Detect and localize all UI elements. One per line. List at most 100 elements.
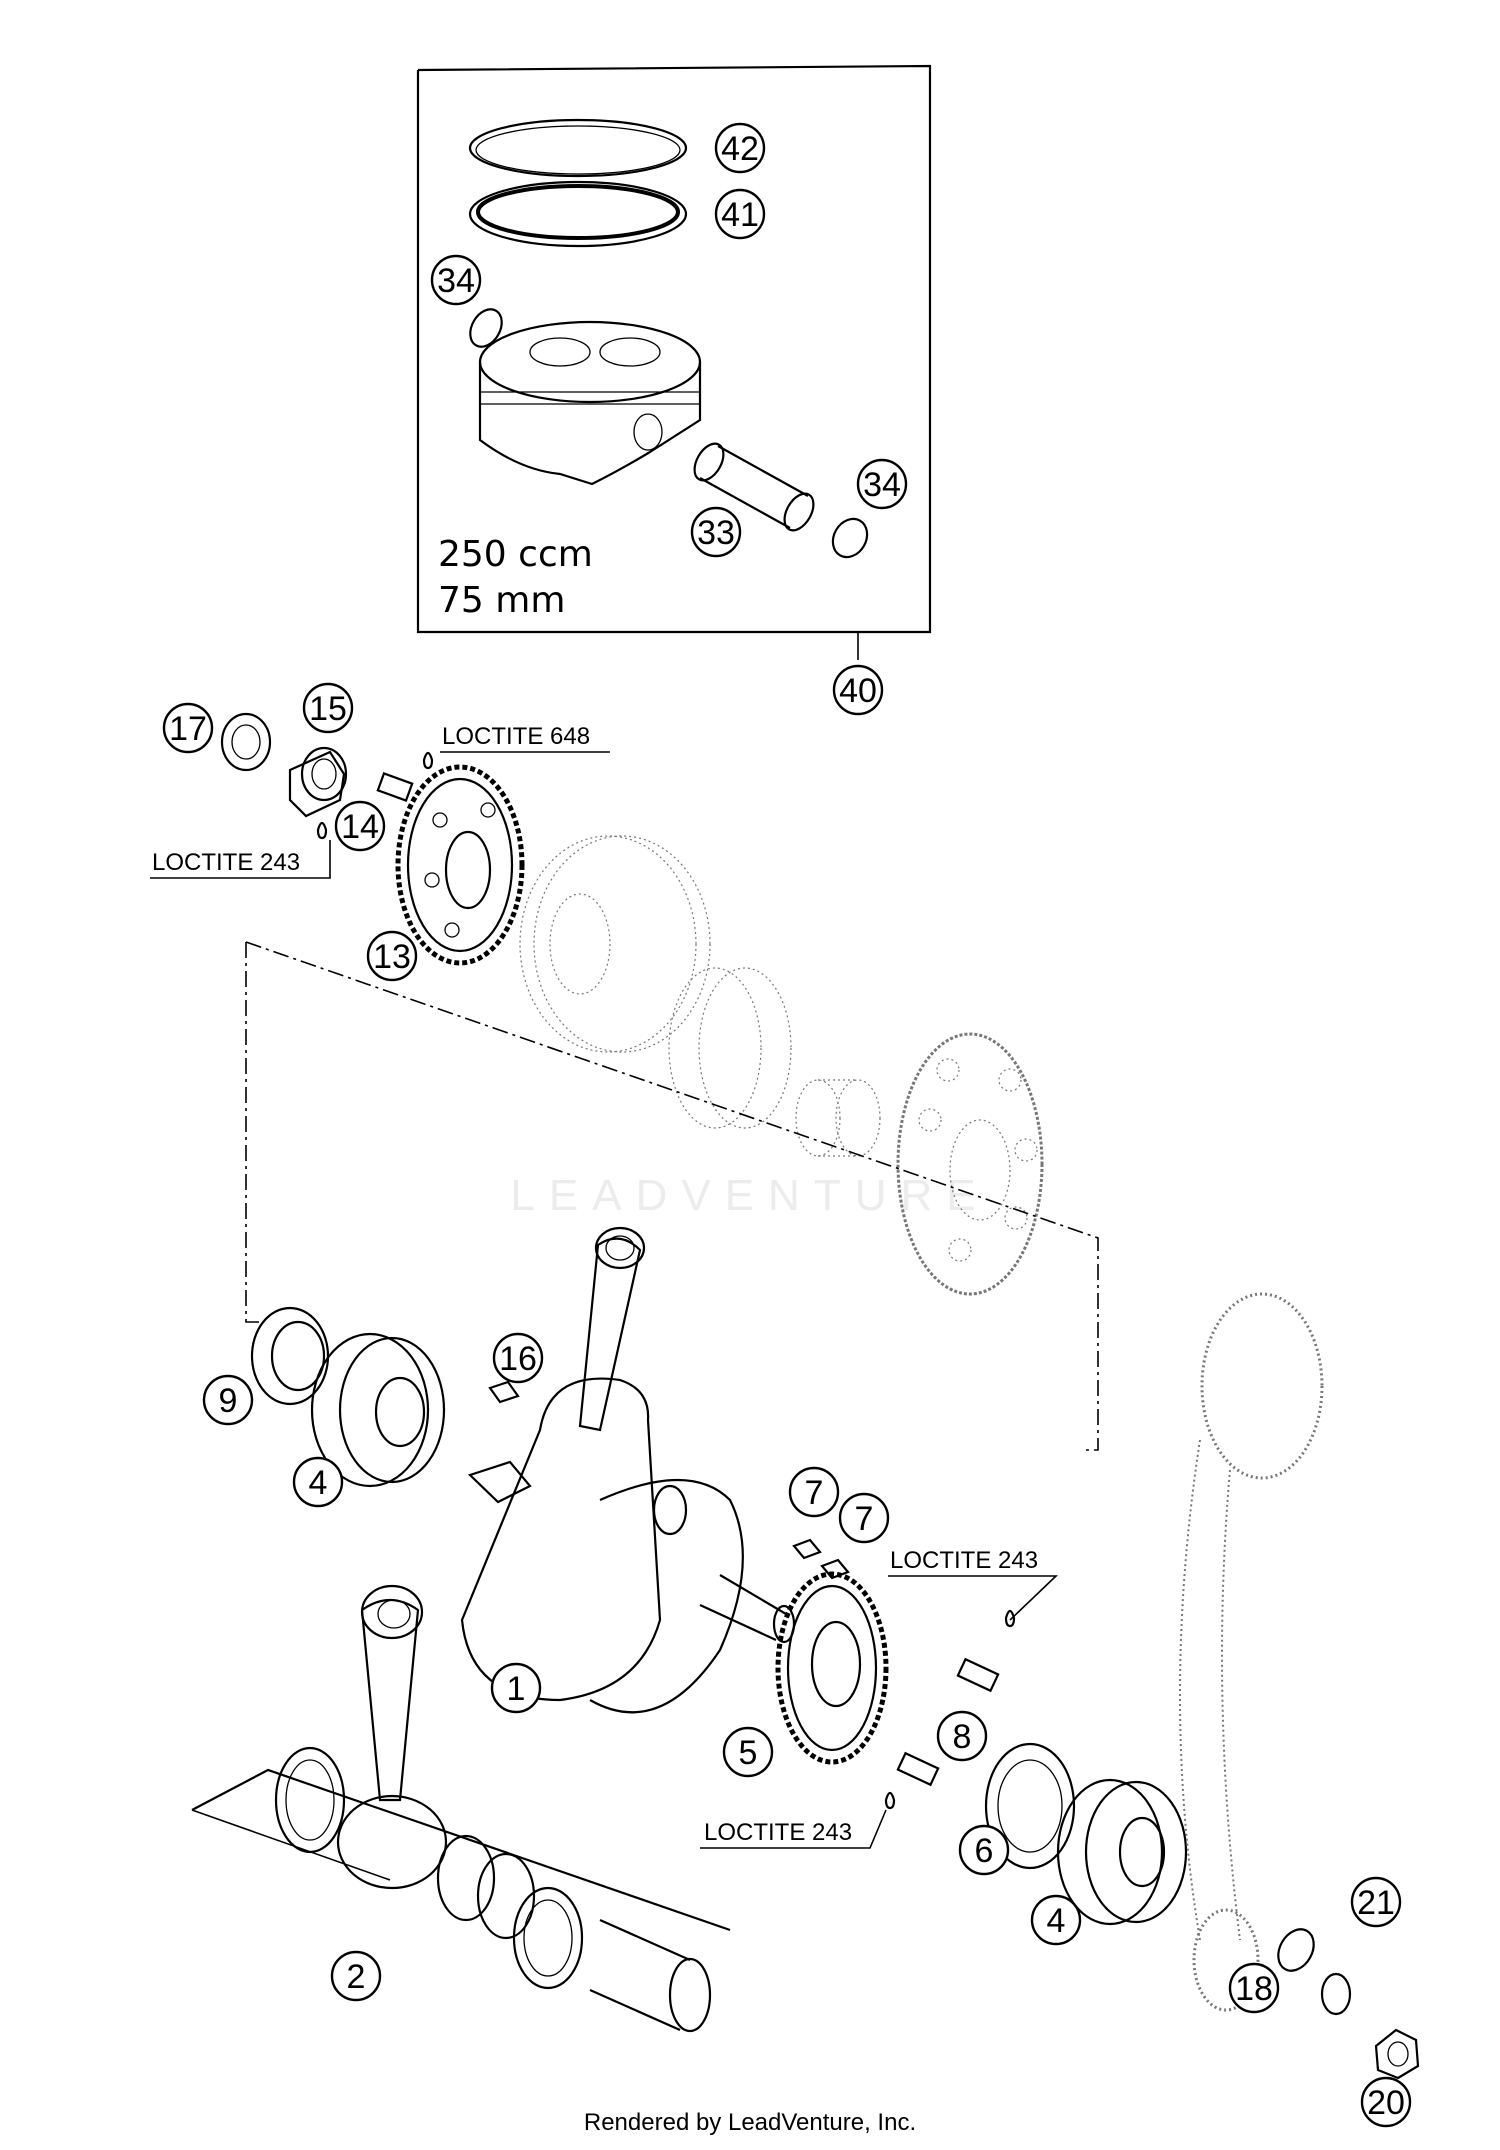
callout-circle	[838, 1492, 890, 1544]
callout-circle	[292, 1456, 344, 1508]
axis-line-top	[245, 941, 1099, 1451]
callout-circle	[788, 1466, 840, 1518]
footer-credit: Rendered by LeadVenture, Inc.	[584, 2109, 916, 2136]
piston-ring-bottom	[468, 180, 688, 248]
callout-21: 21	[1350, 1876, 1402, 1928]
timing-gear	[775, 1571, 889, 1765]
callout-label: 40	[839, 672, 877, 710]
callout-label: 17	[169, 710, 207, 748]
callout-4a: 4	[292, 1456, 344, 1508]
callout-circle	[1360, 2076, 1412, 2128]
callout-circle	[202, 1374, 254, 1426]
callout-label: 14	[341, 808, 379, 846]
note-loctite-243-lower: LOCTITE 243	[704, 1819, 852, 1846]
callout-label: 5	[739, 1734, 758, 1772]
piston	[478, 320, 702, 486]
ghost-primary-gear	[896, 1032, 1044, 1296]
woodruff-key-top	[488, 1380, 520, 1404]
retaining-ring	[1277, 1928, 1315, 1972]
oil-seal	[220, 712, 272, 772]
callout-16: 16	[492, 1332, 544, 1384]
main-bearing-right	[1056, 1778, 1188, 1926]
callout-18: 18	[1228, 1962, 1280, 2014]
leader-loctite-243-lower	[700, 1809, 887, 1849]
callout-label: 41	[721, 196, 759, 234]
washer	[1320, 1972, 1352, 2016]
callout-label: 1	[507, 1670, 526, 1708]
loctite-drop-243-lower	[884, 1791, 896, 1810]
callout-circle	[330, 1950, 382, 2002]
ghost-bearing	[668, 967, 792, 1129]
ghost-needle-sleeve	[795, 1079, 881, 1157]
callout-circle	[958, 1824, 1010, 1876]
axis-line-left	[245, 942, 262, 1323]
leader-loctite-243-right	[888, 1575, 1058, 1621]
callout-circle	[162, 702, 214, 754]
callout-41: 41	[714, 188, 766, 240]
note-loctite-648: LOCTITE 648	[442, 723, 590, 750]
callout-label: 18	[1235, 1970, 1273, 2008]
callout-13: 13	[366, 930, 418, 982]
balancer-gear	[395, 764, 525, 966]
callout-40: 40	[832, 664, 884, 716]
callout-label: 4	[1047, 1902, 1066, 1940]
piston-kit-box	[416, 64, 932, 660]
callout-circle	[430, 254, 482, 306]
callout-circle	[714, 122, 766, 174]
callout-7b: 7	[838, 1492, 890, 1544]
circlip-left	[469, 308, 503, 348]
crankshaft	[460, 1226, 796, 1714]
callout-label: 16	[499, 1340, 537, 1378]
callout-label: 42	[721, 130, 759, 168]
callout-15: 15	[302, 682, 354, 734]
callout-circle	[490, 1662, 542, 1714]
callout-4b: 4	[1030, 1894, 1082, 1946]
callout-label: 2	[347, 1958, 366, 1996]
note-loctite-243-right: LOCTITE 243	[890, 1547, 1038, 1574]
callout-20: 20	[1360, 2076, 1412, 2128]
callout-9: 9	[202, 1374, 254, 1426]
callout-circle	[1350, 1876, 1402, 1928]
callout-circle	[1228, 1962, 1280, 2014]
connecting-rod-kit	[191, 1584, 731, 2033]
callout-circle	[690, 506, 742, 558]
callout-circle	[366, 930, 418, 982]
callout-6: 6	[958, 1824, 1010, 1876]
callout-label: 7	[805, 1474, 824, 1512]
callout-label: 15	[309, 690, 347, 728]
callout-34b: 34	[856, 458, 908, 510]
callout-label: 4	[309, 1464, 328, 1502]
callout-1: 1	[490, 1662, 542, 1714]
callout-label: 7	[855, 1500, 874, 1538]
crank-seal	[250, 1306, 330, 1406]
sprocket-nut	[1374, 2028, 1420, 2080]
callout-circle	[302, 682, 354, 734]
callout-circle	[936, 1710, 988, 1762]
callout-label: 21	[1357, 1884, 1395, 1922]
main-bearing-left	[310, 1332, 446, 1488]
callout-17: 17	[162, 702, 214, 754]
piston-ring-top	[468, 118, 688, 178]
callout-circle	[856, 458, 908, 510]
callout-7a: 7	[788, 1466, 840, 1518]
kit-bore: 75 mm	[438, 580, 565, 621]
woodruff-key-2	[820, 1558, 850, 1580]
callout-label: 33	[697, 514, 735, 552]
thrust-washer	[984, 1742, 1076, 1870]
note-loctite-243-upper: LOCTITE 243	[152, 849, 300, 876]
bolt-small	[376, 772, 414, 802]
loctite-drop-648	[422, 751, 434, 770]
callout-circle	[492, 1332, 544, 1384]
callout-label: 34	[437, 262, 475, 300]
callout-8: 8	[936, 1710, 988, 1762]
callout-circle	[334, 800, 386, 852]
kit-displacement: 250 ccm	[438, 534, 593, 575]
callout-circle	[1030, 1894, 1082, 1946]
callout-label: 8	[953, 1718, 972, 1756]
bolt-lower	[896, 1751, 940, 1787]
circlip-right	[831, 517, 869, 559]
bolt-upper	[956, 1657, 1000, 1693]
ghost-timing-chain	[1179, 1292, 1324, 2012]
